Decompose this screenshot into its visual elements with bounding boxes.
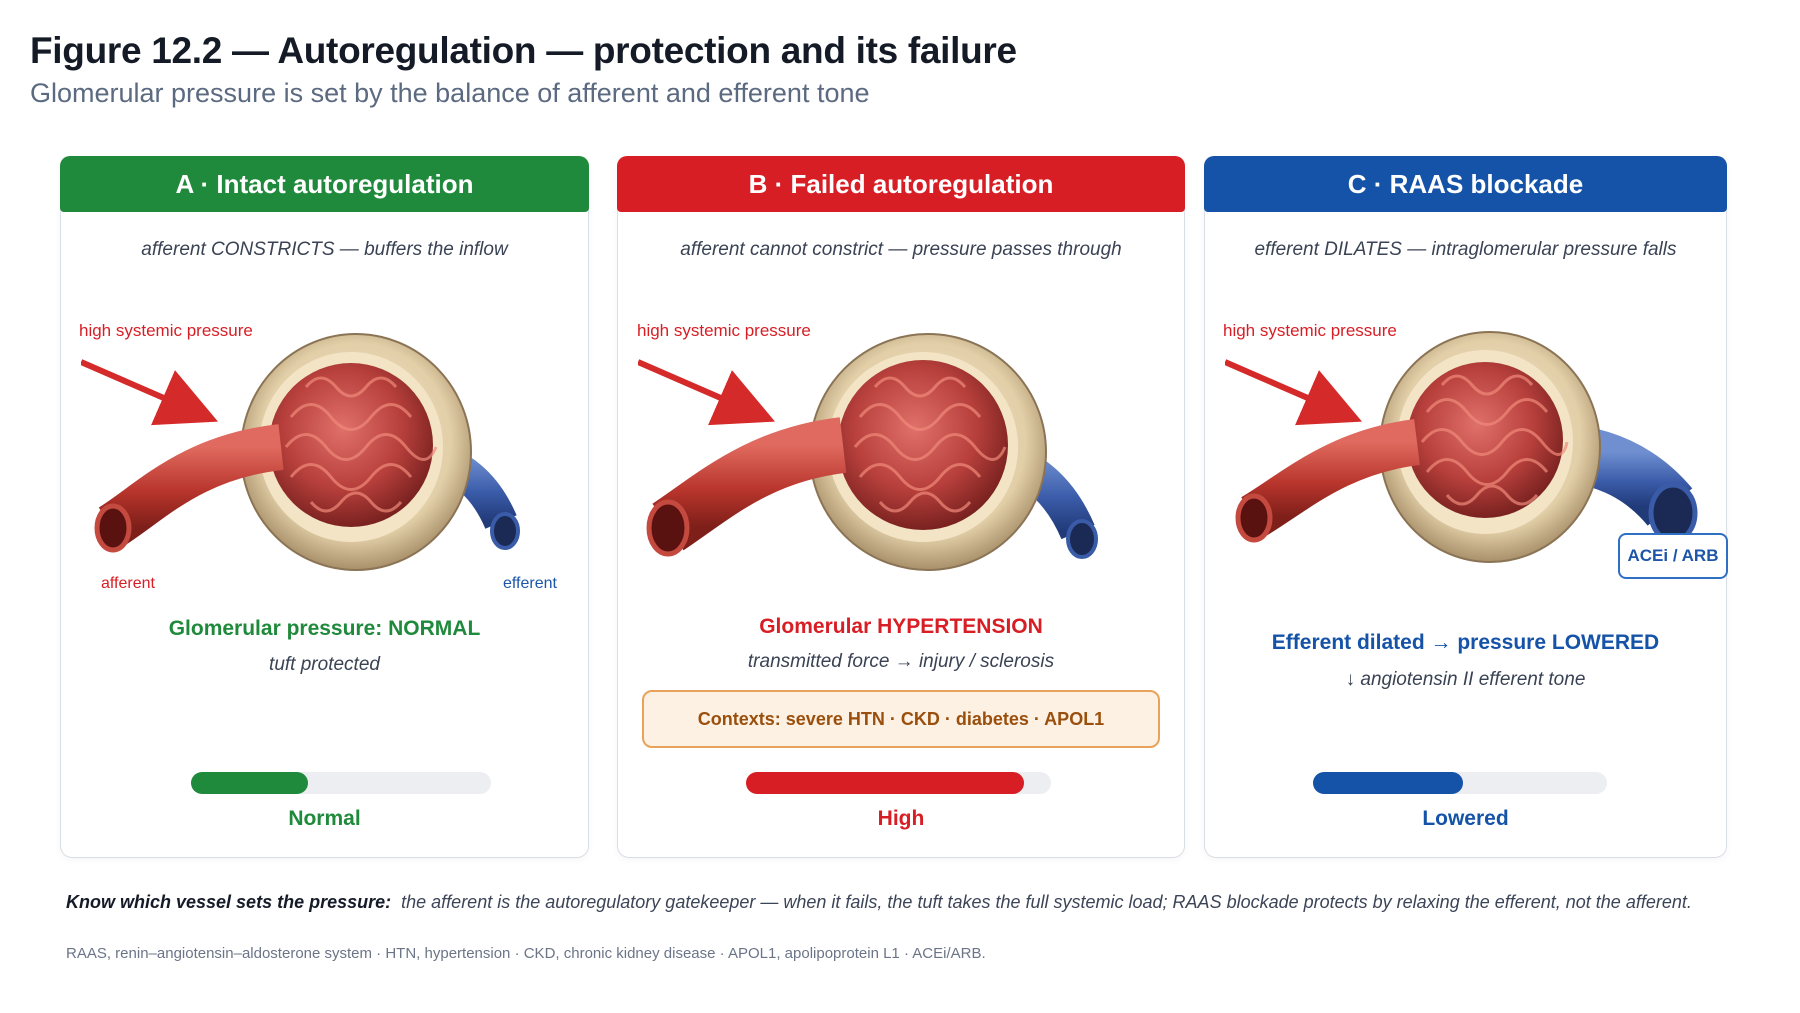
panel-c-status-sub: ↓ angiotensin II efferent tone [1345,669,1586,690]
figure-subtitle: Glomerular pressure is set by the balanc… [30,78,870,108]
panel-a-systemic-label: high systemic pressure [79,321,253,340]
panel-c-caption: efferent DILATES — intraglomerular press… [1254,239,1677,260]
panel-c-systemic-label: high systemic pressure [1223,321,1397,340]
panel-a-header: A · Intact autoregulation [60,156,589,212]
panel-a-status-sub: tuft protected [269,654,380,675]
afferent-lumen [646,499,690,557]
panel-b-caption: afferent cannot constrict — pressure pas… [680,239,1122,260]
panel-b-level-label: High [877,807,925,830]
panel-b-pressure-fill [746,772,1024,794]
afferent-label: afferent [101,575,155,592]
takeaway-lead: Know which vessel sets the pressure: [66,892,392,912]
panel-b-glomerulus-illustration [638,333,1098,571]
takeaway-note: Know which vessel sets the pressure: the… [66,892,1692,913]
abbreviations-footnote: RAAS, renin–angiotensin–aldosterone syst… [66,945,986,962]
figure-title: Figure 12.2 — Autoregulation — protectio… [30,30,1017,71]
afferent-lumen [1235,493,1273,543]
panel-b-status-sub: transmitted force → injury / sclerosis [747,651,1055,672]
glomerular-tuft [269,363,433,527]
efferent-label: efferent [503,575,557,592]
panel-b-systemic-label: high systemic pressure [637,321,811,340]
panel-a: A · Intact autoregulation afferent CONST… [60,156,589,858]
panel-a-pressure-fill [191,772,308,794]
panel-b-contexts-box: Contexts: severe HTN · CKD · diabetes · … [642,690,1160,748]
panel-a-caption: afferent CONSTRICTS — buffers the inflow [141,239,508,260]
efferent-lumen [1066,519,1098,559]
panel-c-header: C · RAAS blockade [1204,156,1727,212]
glomerular-tuft [838,360,1008,530]
panel-b-pressure-bar [746,772,1051,794]
systemic-pressure-arrow [1225,359,1363,426]
systemic-pressure-arrow [638,359,776,426]
panel-a-pressure-bar [191,772,491,794]
panel-c-pressure-bar [1313,772,1607,794]
afferent-lumen [94,503,132,553]
panel-c-glomerulus-illustration [1225,331,1698,563]
panel-a-status-title: Glomerular pressure: NORMAL [168,617,481,640]
panel-b: B · Failed autoregulation afferent canno… [617,156,1185,858]
panel-c-pressure-fill [1313,772,1463,794]
panel-c-level-label: Lowered [1422,807,1509,830]
acei-arb-label: ACEi / ARB [1618,533,1728,579]
panel-b-status-title: Glomerular HYPERTENSION [759,615,1043,638]
panel-b-header: B · Failed autoregulation [617,156,1185,212]
efferent-lumen [490,512,520,550]
panel-a-level-label: Normal [288,807,361,830]
panel-a-glomerulus-illustration [81,333,520,571]
panel-c: C · RAAS blockade efferent DILATES — int… [1204,156,1728,858]
panel-c-status-title: Efferent dilated → pressure LOWERED [1271,631,1660,654]
systemic-pressure-arrow [81,359,219,426]
takeaway-text: the afferent is the autoregulatory gatek… [401,892,1692,912]
